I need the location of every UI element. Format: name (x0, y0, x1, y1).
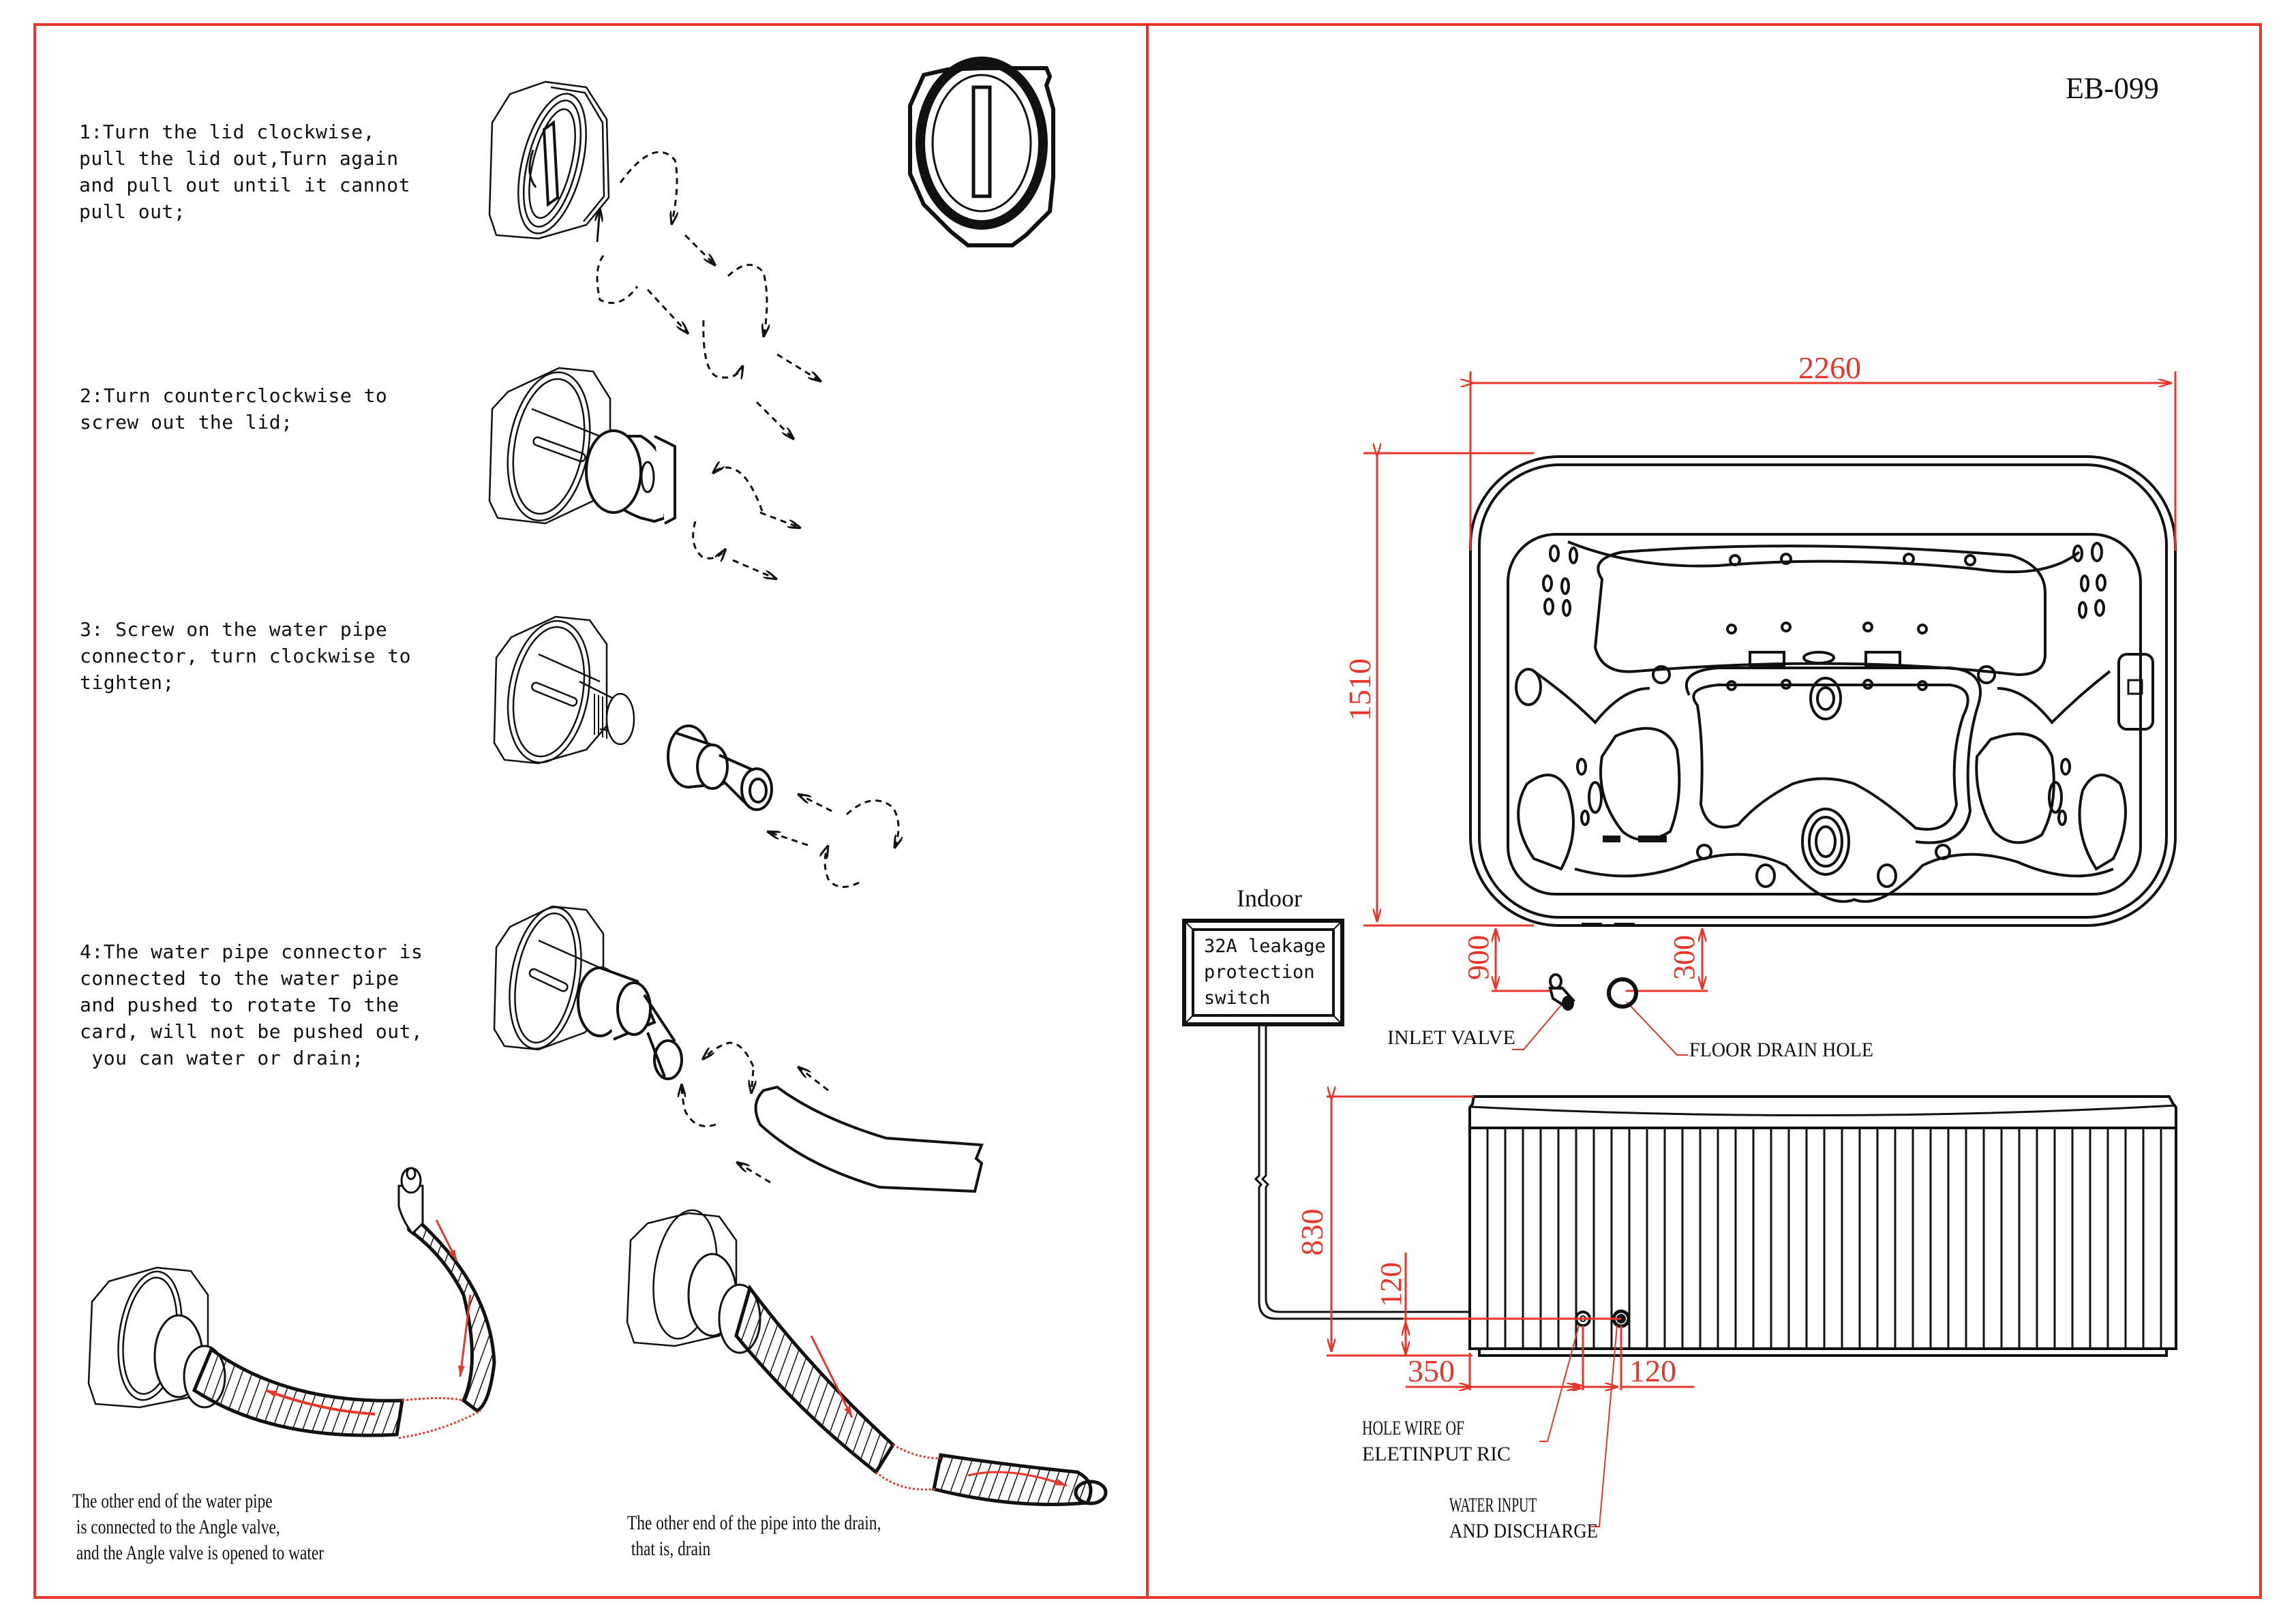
leakage-switch-box (1182, 919, 1344, 1026)
dim-height-830: 830 (1295, 1209, 1329, 1256)
inlet-valve-icon (1548, 973, 1575, 1011)
top-view-dimensions (1363, 371, 2177, 1056)
power-cable (1254, 1024, 1583, 1320)
floor-drain-hole-icon (1607, 977, 1638, 1009)
dim-hole-height-120: 120 (1374, 1262, 1408, 1307)
step1-flange-illustration (488, 80, 610, 240)
drain-connection-illustration (626, 1209, 1108, 1506)
dim-side-offset-350: 350 (1408, 1353, 1455, 1388)
angle-valve-connection-illustration (87, 1167, 496, 1439)
step4-rotation-arrows (682, 1041, 829, 1184)
floor-drain-hole-label: FLOOR DRAIN HOLE (1689, 1039, 1873, 1061)
step3-connector (667, 724, 773, 811)
water-io-label: WATER INPUT AND DISCHARGE (1449, 1494, 1598, 1542)
step4-hose (754, 1085, 984, 1193)
inlet-valve-label: INLET VALVE (1387, 1026, 1515, 1049)
dim-hole-spacing-120: 120 (1629, 1353, 1676, 1388)
dim-inlet-900: 900 (1462, 935, 1495, 980)
step4-flange-illustration (493, 905, 683, 1080)
dim-width-2260: 2260 (1798, 350, 1861, 385)
step3-rotation-arrows (767, 794, 898, 888)
step-3-instruction: 3: Screw on the water pipe connector, tu… (80, 618, 412, 694)
electric-hole-label: HOLE WIRE OF ELETINPUT RIC (1362, 1417, 1511, 1465)
step-2-instruction: 2:Turn counterclockwise to screw out the… (80, 384, 388, 433)
cabinet-slats (1486, 1128, 2162, 1349)
step-1-instruction: 1:Turn the lid clockwise, pull the lid o… (79, 121, 411, 223)
front-view-dimensions (1327, 1097, 1694, 1527)
leakage-switch-label: 32A leakage protection switch (1204, 936, 1326, 1009)
step3-flange-illustration (493, 615, 635, 765)
flange-front-view (908, 57, 1055, 247)
tub-front-view (1468, 1095, 2177, 1357)
dim-depth-1510: 1510 (1342, 658, 1377, 721)
model-number: EB-099 (2066, 72, 2159, 105)
tub-top-view (1469, 455, 2177, 927)
step2-rotation-arrows (692, 468, 801, 579)
dim-drain-300: 300 (1667, 935, 1701, 980)
drain-caption: The other end of the pipe into the drain… (627, 1512, 881, 1560)
step1-rotation-arrows (597, 151, 821, 440)
step-4-instruction: 4:The water pipe connector is connected … (80, 940, 423, 1069)
angle-valve-caption: The other end of the water pipe is conne… (72, 1490, 324, 1564)
step2-flange-illustration (488, 367, 676, 525)
indoor-label: Indoor (1237, 885, 1302, 912)
